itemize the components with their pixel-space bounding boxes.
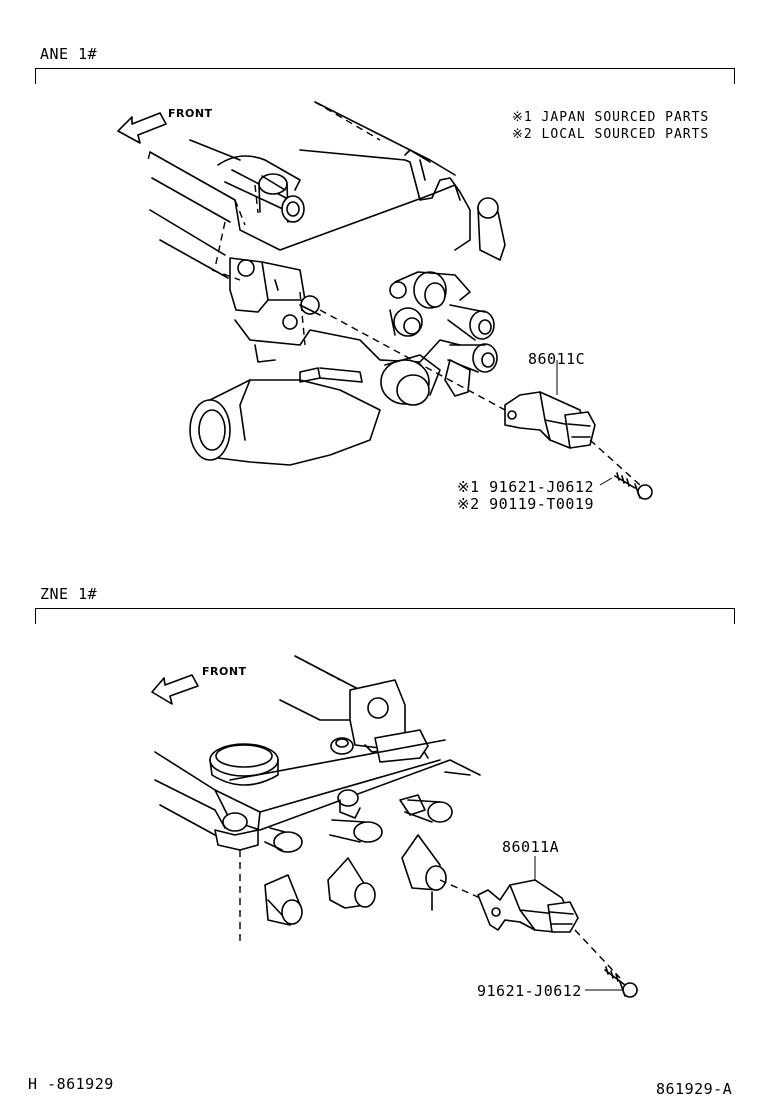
part-number-sensor[interactable]: 86011A: [502, 838, 560, 856]
section-divider-tick: [35, 68, 36, 84]
part-number-bolt[interactable]: 91621-J0612: [477, 982, 582, 1000]
section-label-ane: ANE 1#: [40, 45, 98, 63]
section-divider-tick: [734, 68, 735, 84]
engine-block-illustration: [147, 101, 506, 466]
front-label: FRONT: [168, 107, 213, 120]
section-divider: [35, 68, 735, 69]
note-japan-sourced: ※1 JAPAN SOURCED PARTS: [512, 110, 710, 125]
section-divider: [35, 608, 735, 609]
part-number-bolt-japan[interactable]: ※1 91621-J0612: [457, 478, 594, 496]
sensor-icon: [504, 391, 596, 449]
part-number-bolt-local[interactable]: ※2 90119-T0019: [457, 495, 594, 513]
note-local-sourced: ※2 LOCAL SOURCED PARTS: [512, 127, 710, 142]
section-divider-tick: [734, 608, 735, 624]
section-divider-tick: [35, 608, 36, 624]
front-arrow-icon: [117, 112, 167, 144]
section-label-zne: ZNE 1#: [40, 585, 98, 603]
footer-right-code: 861929-A: [656, 1080, 733, 1098]
front-label: FRONT: [202, 665, 247, 678]
footer-left-code: H -861929: [28, 1075, 114, 1093]
bolt-icon: [614, 472, 653, 500]
part-number-sensor[interactable]: 86011C: [528, 350, 586, 368]
